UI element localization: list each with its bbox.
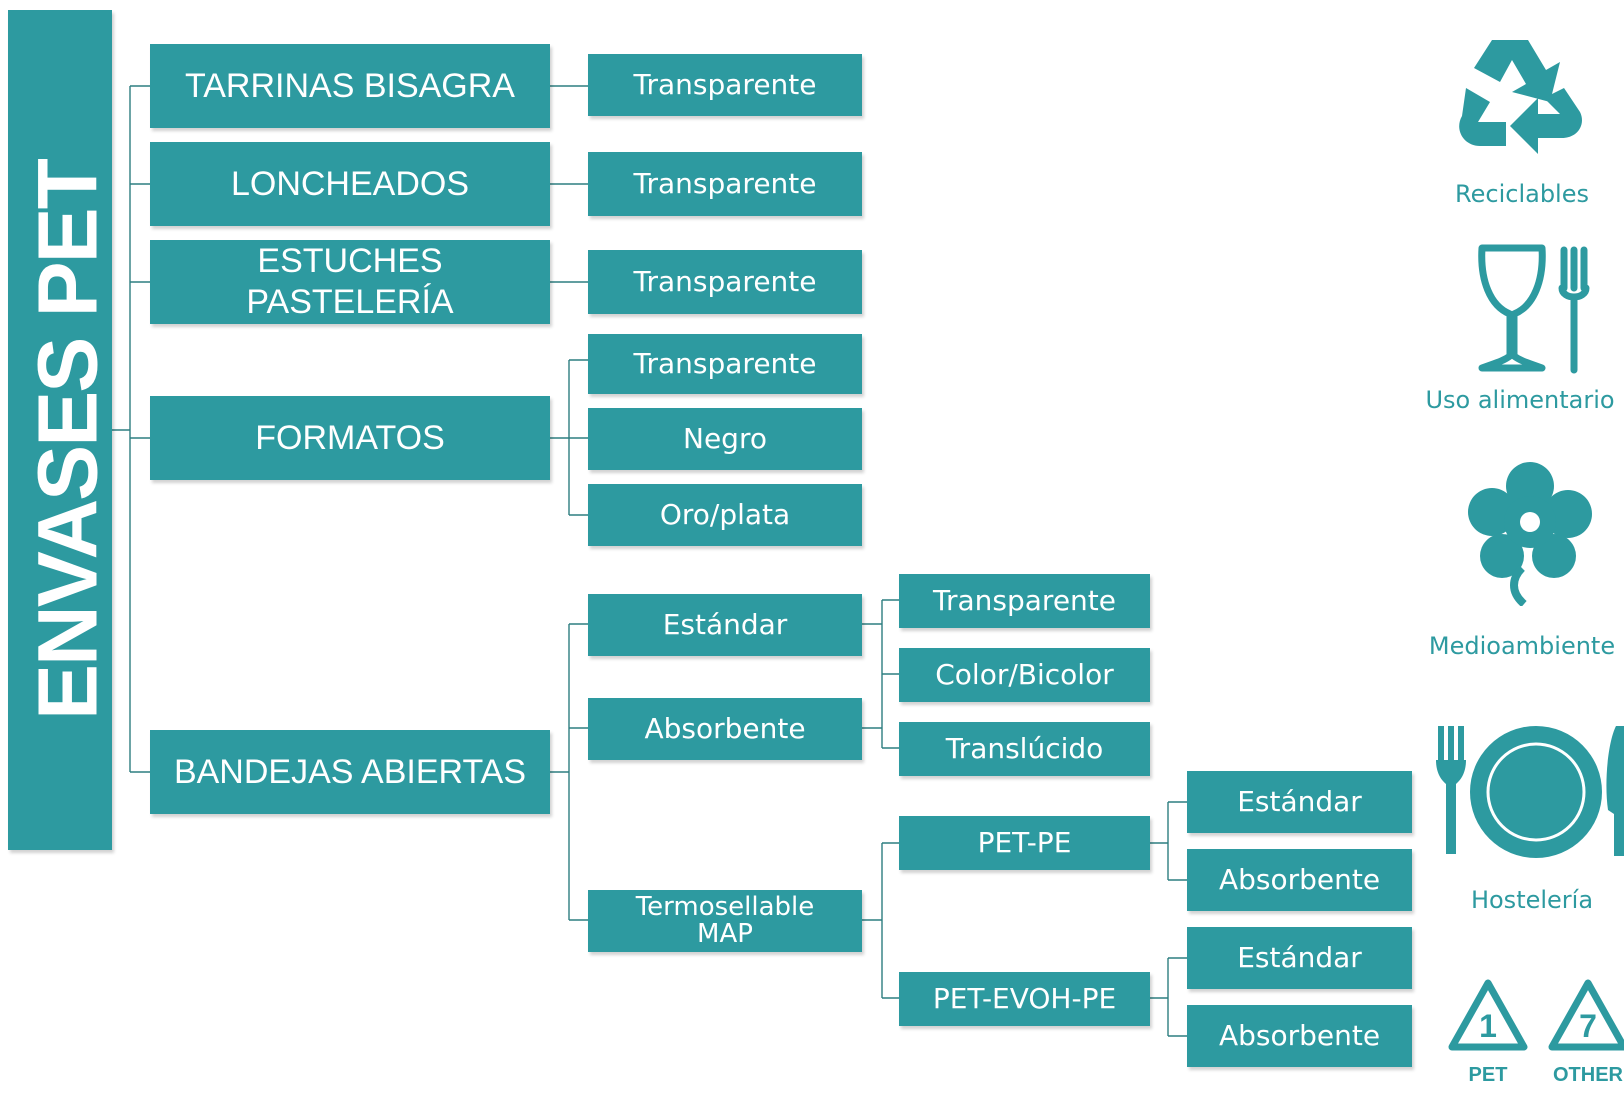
node-sub-color-bicolor: Color/Bicolor [899,648,1150,702]
node-pet-evoh-pe: PET-EVOH-PE [899,972,1150,1026]
node-sub-transparente: Transparente [899,574,1150,628]
node-loncheados-transparente: Transparente [588,152,862,216]
label-reciclables: Reciclables [1455,180,1589,208]
node-formatos-transparente: Transparente [588,334,862,394]
svg-text:PET: PET [1469,1064,1508,1086]
svg-text:OTHER: OTHER [1553,1064,1624,1086]
label-uso-alimentario: Uso alimentario [1425,386,1615,414]
node-bandejas-estandar: Estándar [588,594,862,656]
node-estuches-pasteleria: ESTUCHES PASTELERÍA [150,240,550,324]
food-safe-icon [1478,244,1590,374]
node-formatos-oro-plata: Oro/plata [588,484,862,546]
node-evoh-estandar: Estándar [1187,927,1412,989]
restaurant-icon [1436,726,1624,858]
node-tarrinas-transparente: Transparente [588,54,862,116]
node-pet-pe: PET-PE [899,816,1150,870]
node-bandejas-absorbente: Absorbente [588,698,862,760]
label-medioambiente: Medioambiente [1428,632,1616,660]
node-formatos: FORMATOS [150,396,550,480]
node-formatos-negro: Negro [588,408,862,470]
node-estuches-transparente: Transparente [588,250,862,314]
flower-icon [1468,462,1592,606]
node-evoh-absorbente: Absorbente [1187,1005,1412,1067]
node-bandejas-termosellable: Termosellable MAP [588,890,862,952]
diagram-title: ENVASES PET [20,160,115,720]
label-hosteleria: Hostelería [1470,886,1594,914]
recycle-icon [1459,40,1582,154]
recycling-code-pet-icon: 1 PET [1448,979,1528,1086]
node-petpe-absorbente: Absorbente [1187,849,1412,911]
recycling-code-other-icon: 7 OTHER [1548,979,1624,1086]
svg-text:1: 1 [1479,1008,1497,1044]
node-tarrinas-bisagra: TARRINAS BISAGRA [150,44,550,128]
node-bandejas-abiertas: BANDEJAS ABIERTAS [150,730,550,814]
node-loncheados: LONCHEADOS [150,142,550,226]
node-sub-translucido: Translúcido [899,722,1150,776]
node-petpe-estandar: Estándar [1187,771,1412,833]
svg-text:7: 7 [1579,1008,1597,1044]
title-bar: ENVASES PET [8,10,115,850]
